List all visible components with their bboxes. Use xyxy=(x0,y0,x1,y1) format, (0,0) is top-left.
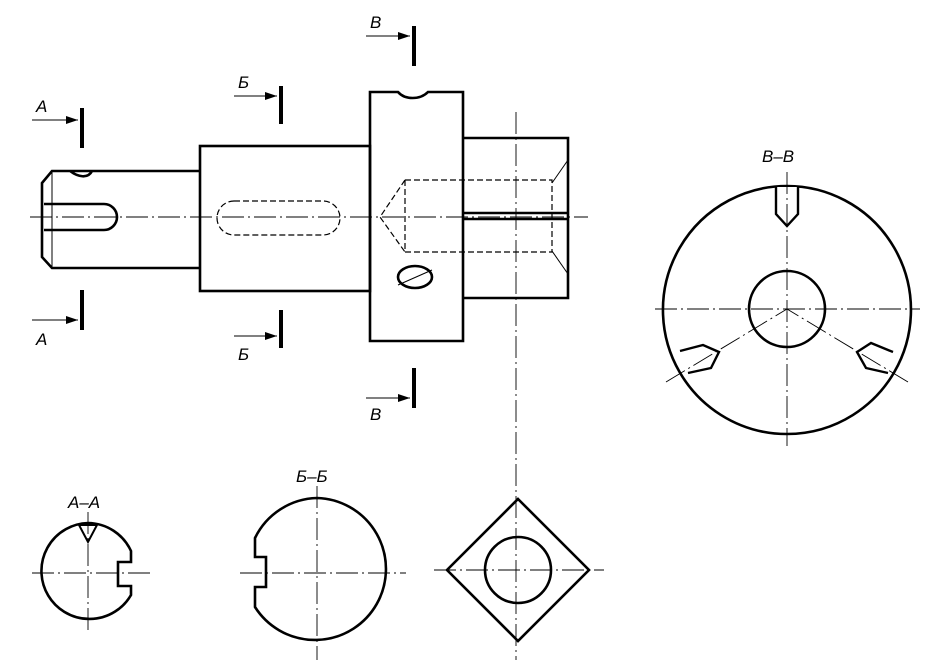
hidden-bore xyxy=(379,179,553,253)
shaft-block xyxy=(368,90,465,343)
section-aa: А–А xyxy=(32,493,150,632)
shaft-end xyxy=(40,169,200,270)
section-vv-title: В–В xyxy=(762,147,794,166)
label-v-top: В xyxy=(370,13,381,32)
section-bb: Б–Б xyxy=(240,467,406,660)
cutting-plane-v: В В xyxy=(366,13,416,424)
cutting-plane-b: Б Б xyxy=(234,73,283,364)
section-vv: В–В xyxy=(655,147,920,446)
label-b-bottom: Б xyxy=(238,345,249,364)
section-square xyxy=(434,497,604,643)
section-vv-shape xyxy=(661,184,913,436)
label-a-top: А xyxy=(35,97,47,116)
label-b-top: Б xyxy=(238,73,249,92)
cutting-plane-a: А А xyxy=(32,97,84,349)
section-bb-title: Б–Б xyxy=(296,467,328,486)
section-aa-title: А–А xyxy=(67,493,100,512)
cross-hole xyxy=(396,264,434,290)
hidden-keyway xyxy=(216,200,341,236)
section-bb-shape xyxy=(253,496,388,642)
label-a-bottom: А xyxy=(35,330,47,349)
label-v-bottom: В xyxy=(370,405,381,424)
shaft-slot xyxy=(44,202,119,232)
shaft-middle xyxy=(198,144,372,293)
main-view xyxy=(30,90,588,660)
